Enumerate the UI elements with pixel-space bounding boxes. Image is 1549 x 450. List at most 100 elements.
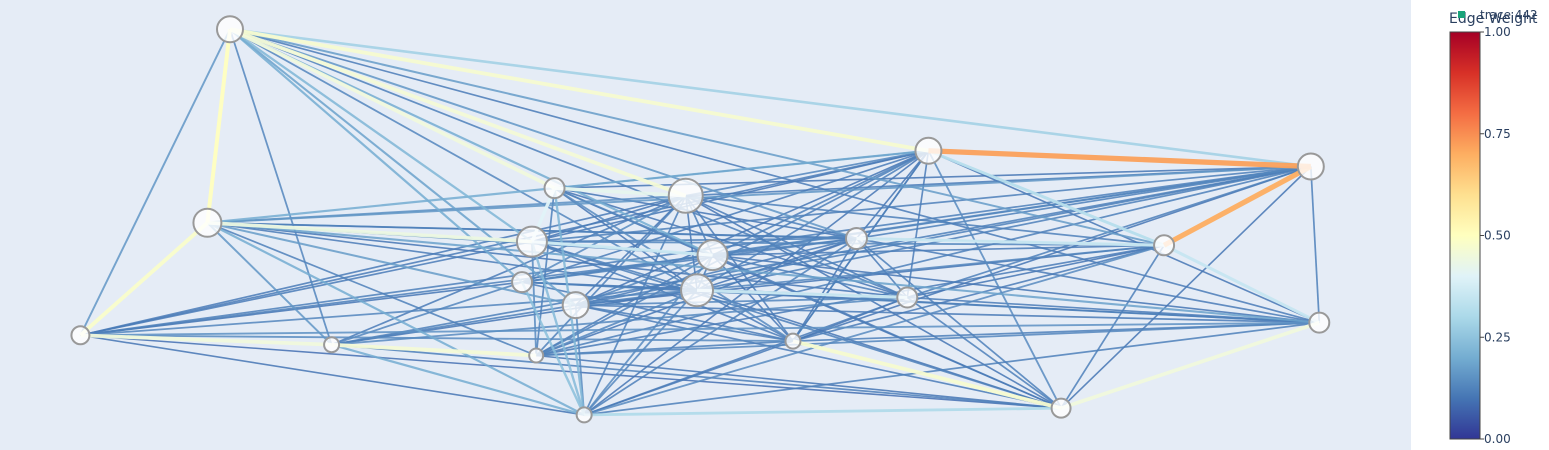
network-edge[interactable] — [685, 194, 1165, 247]
network-edge[interactable] — [696, 150, 929, 291]
network-edge[interactable] — [554, 186, 686, 198]
network-edge[interactable] — [79, 28, 231, 336]
network-node[interactable] — [896, 286, 919, 309]
network-edge[interactable] — [229, 28, 333, 345]
network-edge[interactable] — [229, 28, 1320, 324]
network-edge[interactable] — [535, 195, 687, 357]
network-edge[interactable] — [80, 165, 1311, 337]
network-node[interactable] — [680, 273, 715, 308]
network-edge[interactable] — [80, 321, 1320, 337]
network-edge[interactable] — [696, 165, 1311, 292]
network-edge[interactable] — [1060, 320, 1320, 410]
network-edge[interactable] — [229, 28, 908, 299]
network-node[interactable] — [784, 332, 802, 350]
network-node[interactable] — [1308, 311, 1331, 334]
network-edge[interactable] — [685, 195, 1062, 409]
network-edge[interactable] — [80, 149, 929, 337]
network-edge[interactable] — [531, 240, 713, 257]
network-edge[interactable] — [856, 237, 1320, 324]
network-node[interactable] — [192, 207, 223, 238]
network-edge[interactable] — [583, 289, 698, 416]
network-edge[interactable] — [80, 194, 686, 337]
network-edge[interactable] — [927, 150, 1062, 409]
network-edge[interactable] — [207, 221, 908, 299]
network-node[interactable] — [70, 325, 91, 346]
network-edge[interactable] — [855, 150, 930, 240]
network-node[interactable] — [528, 347, 545, 364]
network-edge[interactable] — [696, 244, 1165, 292]
network-edge[interactable] — [1163, 243, 1320, 325]
network-node[interactable] — [215, 15, 244, 44]
network-edge[interactable] — [584, 406, 1062, 417]
legend[interactable]: trace 442 — [1458, 8, 1538, 22]
network-edge[interactable] — [331, 343, 1062, 410]
network-node[interactable] — [1153, 234, 1176, 257]
network-edge[interactable] — [207, 220, 533, 244]
network-edge[interactable] — [712, 244, 1165, 256]
network-edge[interactable] — [575, 296, 908, 306]
network-edge[interactable] — [206, 222, 333, 346]
network-node[interactable] — [1296, 152, 1325, 181]
network-edge[interactable] — [583, 340, 794, 416]
network-node[interactable] — [575, 406, 593, 424]
network-edge[interactable] — [521, 194, 687, 283]
network-edge[interactable] — [522, 281, 1320, 324]
network-edge[interactable] — [531, 240, 794, 342]
network-edge[interactable] — [80, 333, 332, 347]
network-node[interactable] — [667, 177, 704, 214]
network-edge[interactable] — [229, 27, 1311, 168]
network-edge[interactable] — [712, 149, 929, 256]
network-node[interactable] — [696, 239, 729, 272]
network-edge[interactable] — [531, 165, 1311, 243]
network-edge[interactable] — [685, 194, 857, 240]
network-edge[interactable] — [80, 254, 713, 337]
network-edge[interactable] — [855, 237, 1062, 409]
network-edge[interactable] — [331, 165, 1311, 346]
network-edge[interactable] — [331, 281, 523, 346]
network-edge[interactable] — [685, 195, 794, 342]
network-edge[interactable] — [928, 148, 1311, 170]
network-edge[interactable] — [712, 254, 1062, 409]
network-node[interactable] — [543, 177, 566, 200]
network-edge[interactable] — [584, 321, 1320, 416]
network-edge[interactable] — [1060, 244, 1165, 409]
network-edge[interactable] — [696, 288, 908, 300]
network-edge[interactable] — [205, 29, 232, 223]
network-edge[interactable] — [856, 236, 1165, 247]
network-edge[interactable] — [1162, 164, 1313, 248]
network-edge[interactable] — [575, 304, 794, 342]
network-node[interactable] — [561, 291, 590, 320]
network-edge[interactable] — [530, 241, 586, 416]
network-node[interactable] — [323, 336, 341, 354]
network-edge[interactable] — [927, 149, 1165, 247]
network-edge[interactable] — [792, 238, 858, 342]
network-node[interactable] — [1050, 397, 1072, 419]
network-edge[interactable] — [575, 289, 698, 306]
network-node[interactable] — [914, 136, 943, 165]
network-edge[interactable] — [554, 187, 857, 240]
network-edge[interactable] — [207, 165, 1311, 224]
network-edge[interactable] — [906, 296, 1062, 409]
network-edge[interactable] — [520, 281, 586, 416]
network-edge[interactable] — [531, 241, 538, 356]
network-edge[interactable] — [207, 221, 1320, 324]
network-edge[interactable] — [80, 334, 585, 416]
network-edge[interactable] — [207, 149, 929, 224]
network-edge[interactable] — [229, 27, 929, 153]
network-edge[interactable] — [229, 28, 857, 240]
network-node[interactable] — [511, 271, 534, 294]
network-edge[interactable] — [531, 194, 686, 243]
network-node[interactable] — [844, 227, 868, 250]
network-edge[interactable] — [536, 354, 1062, 409]
network-node[interactable] — [515, 225, 548, 258]
network-edge[interactable] — [575, 254, 713, 306]
network-edge[interactable] — [685, 149, 929, 197]
network-edge[interactable] — [575, 304, 1062, 409]
network-edge[interactable] — [536, 244, 1165, 357]
network-edge[interactable] — [79, 221, 209, 337]
network-edge[interactable] — [229, 27, 556, 190]
network-edge[interactable] — [207, 221, 576, 307]
network-edge[interactable] — [575, 237, 857, 306]
network-edge[interactable] — [1309, 166, 1321, 323]
